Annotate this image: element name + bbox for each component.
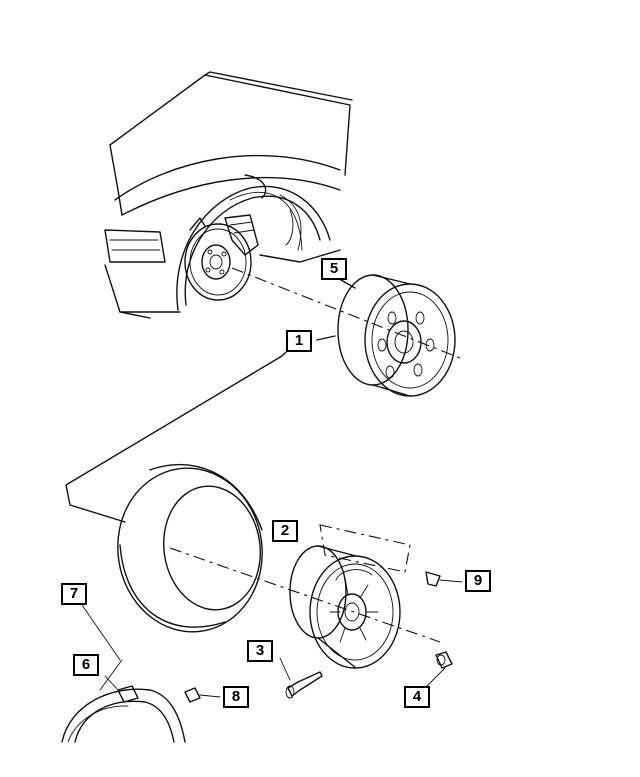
cover-outline-hint — [319, 524, 411, 573]
mounting-axis-line — [231, 267, 461, 359]
assembly-leader-line — [65, 347, 291, 523]
wheel-axis-line — [169, 547, 441, 643]
lug-nut-part — [424, 651, 453, 689]
callout-4[interactable]: 4 — [404, 686, 430, 708]
callout-3[interactable]: 3 — [247, 640, 273, 662]
vehicle-fender — [104, 71, 353, 319]
valve-stem-part — [279, 657, 323, 699]
callout-6[interactable]: 6 — [73, 654, 99, 676]
rim-with-sensor — [61, 604, 221, 743]
callout-7[interactable]: 7 — [61, 583, 87, 605]
callout-2[interactable]: 2 — [272, 520, 298, 542]
road-wheel-with-cover — [289, 545, 401, 669]
callout-9[interactable]: 9 — [465, 570, 491, 592]
wheel-clip-part — [425, 571, 463, 587]
callout-5[interactable]: 5 — [321, 258, 347, 280]
callout-8[interactable]: 8 — [223, 686, 249, 708]
callout-1[interactable]: 1 — [286, 330, 312, 352]
spare-steel-wheel — [337, 274, 456, 397]
brake-rotor-hub — [184, 214, 259, 301]
tire — [117, 463, 263, 633]
